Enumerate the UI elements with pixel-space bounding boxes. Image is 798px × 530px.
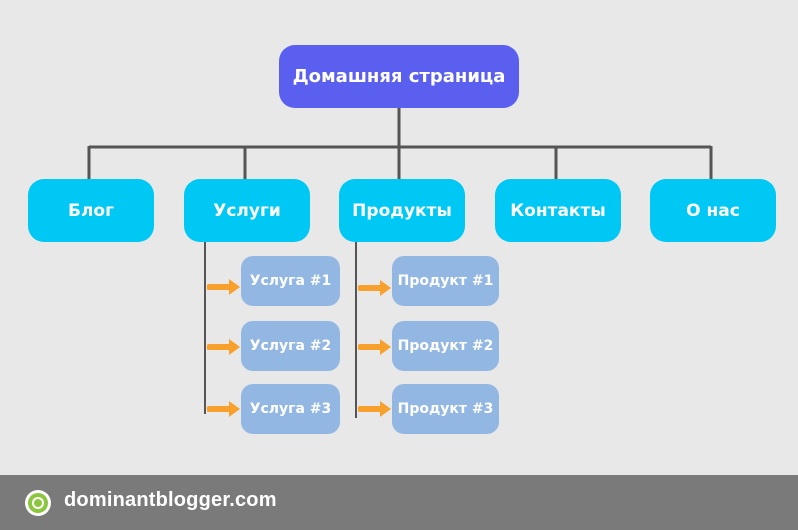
home-page-label: Домашняя страница [292, 66, 506, 87]
product-item-1: Продукт #1 [392, 256, 499, 306]
product-label: Продукт #3 [397, 401, 494, 417]
service-item-2: Услуга #2 [241, 321, 340, 371]
arrow-right-icon [207, 279, 240, 295]
product-item-3: Продукт #3 [392, 384, 499, 434]
category-label: Продукты [352, 200, 452, 221]
arrow-right-icon [207, 339, 240, 355]
service-item-1: Услуга #1 [241, 256, 340, 306]
footer-bar: dominantblogger.com [0, 475, 798, 530]
arrow-right-icon [358, 339, 391, 355]
arrow-right-icon [207, 401, 240, 417]
service-label: Услуга #1 [249, 273, 332, 289]
category-label: О нас [686, 200, 740, 221]
category-label: Контакты [510, 200, 606, 221]
category-contacts: Контакты [495, 179, 621, 242]
category-label: Блог [68, 200, 114, 221]
arrow-right-icon [358, 280, 391, 296]
arrow-right-icon [358, 401, 391, 417]
category-label: Услуги [213, 200, 281, 221]
service-label: Услуга #3 [249, 401, 332, 417]
connector-lines [87, 108, 713, 418]
category-products: Продукты [339, 179, 465, 242]
product-item-2: Продукт #2 [392, 321, 499, 371]
product-label: Продукт #1 [397, 273, 494, 289]
service-label: Услуга #2 [249, 338, 332, 354]
category-services: Услуги [184, 179, 310, 242]
logo-icon [25, 490, 51, 516]
category-blog: Блог [28, 179, 154, 242]
home-page-node: Домашняя страница [279, 45, 519, 108]
service-item-3: Услуга #3 [241, 384, 340, 434]
category-about: О нас [650, 179, 776, 242]
brand-name: dominantblogger.com [64, 489, 277, 511]
sitemap-diagram: Домашняя страница Блог Услуги Продукты К… [28, 45, 776, 434]
product-label: Продукт #2 [397, 338, 494, 354]
